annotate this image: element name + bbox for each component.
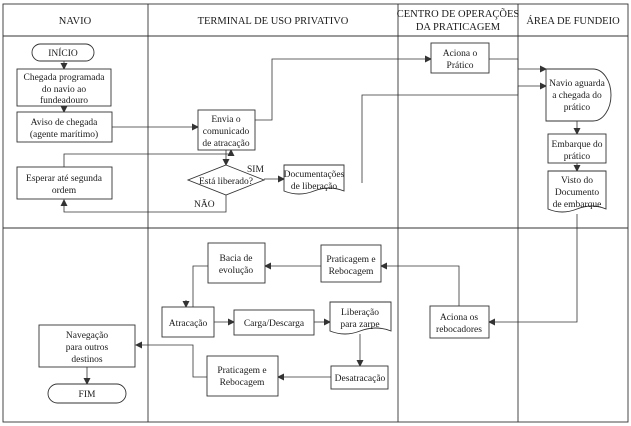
node-aciona-rebocadores: Aciona os rebocadores bbox=[429, 305, 490, 339]
node-envia-line1: Envia o bbox=[211, 115, 241, 125]
node-atracacao-label: Atracação bbox=[169, 319, 208, 329]
node-visto-documento: Visto do Documento de embarque bbox=[547, 170, 607, 213]
node-aciona-pratico-line1: Aciona o bbox=[443, 49, 478, 59]
node-visto-line1: Visto do bbox=[561, 176, 593, 186]
node-decisao-label: Está liberado? bbox=[199, 177, 253, 187]
node-doc-line2: de liberação bbox=[291, 182, 337, 192]
node-liberacao-zarpe: Liberação para zarpe bbox=[329, 301, 392, 335]
label-nao: NÃO bbox=[194, 198, 215, 210]
node-esperar-line1: Esperar até segunda bbox=[26, 174, 103, 184]
node-inicio-label: INÍCIO bbox=[48, 47, 78, 59]
node-fim: FIM bbox=[47, 383, 127, 404]
lane-header-terminal: TERMINAL DE USO PRIVATIVO bbox=[198, 16, 349, 27]
label-sim: SIM bbox=[247, 165, 264, 175]
node-liberacao-line1: Liberação bbox=[341, 308, 379, 318]
lane-headers: NAVIO TERMINAL DE USO PRIVATIVO CENTRO D… bbox=[59, 8, 620, 33]
lane-header-navio: NAVIO bbox=[59, 16, 92, 27]
node-prat-reb2-line1: Praticagem e bbox=[217, 366, 266, 376]
lane-header-fundeio: ÁREA DE FUNDEIO bbox=[526, 15, 620, 27]
node-praticagem-rebocagem-2: Praticagem e Rebocagem bbox=[206, 355, 279, 397]
node-aciona-pratico: Aciona o Prático bbox=[430, 42, 490, 74]
lane-header-centro-line1: CENTRO DE OPERAÇÕES bbox=[397, 8, 520, 20]
connector-aciona-reb-praticagem bbox=[380, 262, 460, 306]
swimlane-grid bbox=[2, 3, 629, 423]
node-envia-line2: comunicado bbox=[203, 127, 250, 137]
node-navio-aguarda: Navio aguarda a chegada do prático bbox=[545, 68, 612, 122]
lane-header-centro-line2: DA PRATICAGEM bbox=[416, 22, 501, 33]
node-envia-comunicado: Envia o comunicado de atracação bbox=[197, 109, 256, 151]
node-prat-reb1-line1: Praticagem e bbox=[326, 255, 375, 265]
node-envia-line3: de atracação bbox=[202, 139, 249, 149]
node-liberacao-line2: para zarpe bbox=[340, 320, 379, 330]
node-praticagem-rebocagem-1: Praticagem e Rebocagem bbox=[320, 244, 382, 283]
node-prat-reb1-line2: Rebocagem bbox=[329, 267, 374, 277]
node-visto-line2: Documento bbox=[555, 188, 600, 198]
node-carga-descarga: Carga/Descarga bbox=[233, 309, 315, 336]
node-inicio: INÍCIO bbox=[31, 43, 95, 62]
connector-visto-aciona-reb bbox=[488, 214, 578, 326]
connector-praticagem-navegacao bbox=[135, 341, 207, 378]
connector-envia-aciona-pratico bbox=[255, 55, 432, 121]
node-fim-label: FIM bbox=[79, 390, 96, 400]
node-aviso-line1: Aviso de chegada bbox=[31, 118, 99, 128]
node-navio-aguarda-line2: a chegada do bbox=[552, 91, 602, 101]
node-aciona-pratico-line2: Prático bbox=[447, 61, 474, 71]
node-desatracacao: Desatracação bbox=[330, 365, 389, 390]
node-esperar: Esperar até segunda ordem bbox=[16, 166, 113, 200]
node-navegacao-line1: Navegação bbox=[66, 331, 108, 341]
node-decisao-liberado: Está liberado? bbox=[186, 164, 266, 196]
connector-decisao-esperar bbox=[60, 195, 227, 213]
connectors bbox=[60, 55, 581, 385]
node-documentacoes: Documentações de liberação bbox=[283, 164, 345, 195]
node-navegacao-line2: para outros bbox=[66, 343, 109, 353]
node-doc-line1: Documentações bbox=[284, 170, 345, 180]
node-navio-aguarda-line3: prático bbox=[564, 103, 591, 113]
connector-esperar-envia bbox=[63, 149, 235, 167]
node-bacia-line1: Bacia de bbox=[220, 254, 253, 264]
node-desatracacao-label: Desatracação bbox=[335, 374, 386, 384]
connector-doc-navio-aguarda bbox=[361, 82, 547, 183]
node-navegacao: Navegação para outros destinos bbox=[38, 324, 136, 368]
node-aviso-line2: (agente marítimo) bbox=[30, 129, 98, 140]
node-embarque-line1: Embarque do bbox=[552, 140, 603, 150]
node-chegada-line1: Chegada programada bbox=[24, 73, 106, 83]
node-visto-line3: de embarque bbox=[553, 200, 602, 210]
node-navio-aguarda-line1: Navio aguarda bbox=[549, 79, 605, 89]
node-embarque-line2: prático bbox=[564, 152, 591, 162]
node-aciona-reb-line1: Aciona os bbox=[440, 313, 479, 323]
node-navegacao-line3: destinos bbox=[71, 355, 102, 365]
node-atracacao: Atracação bbox=[161, 306, 215, 338]
node-esperar-line2: ordem bbox=[52, 186, 77, 196]
node-chegada-line3: fundeadouro bbox=[40, 95, 88, 106]
node-bacia-line2: evolução bbox=[219, 266, 254, 276]
node-aciona-reb-line2: rebocadores bbox=[436, 325, 482, 335]
connector-aciona-pratico-navio bbox=[489, 58, 547, 73]
node-chegada-programada: Chegada programada do navio ao fundeadou… bbox=[16, 68, 112, 107]
node-carga-label: Carga/Descarga bbox=[244, 319, 305, 329]
node-embarque-pratico: Embarque do prático bbox=[547, 133, 607, 164]
node-bacia-evolucao: Bacia de evolução bbox=[207, 242, 266, 284]
node-chegada-line2: do navio ao bbox=[42, 85, 87, 95]
node-aviso-chegada: Aviso de chegada (agente marítimo) bbox=[16, 111, 113, 143]
node-prat-reb2-line2: Rebocagem bbox=[220, 378, 265, 388]
